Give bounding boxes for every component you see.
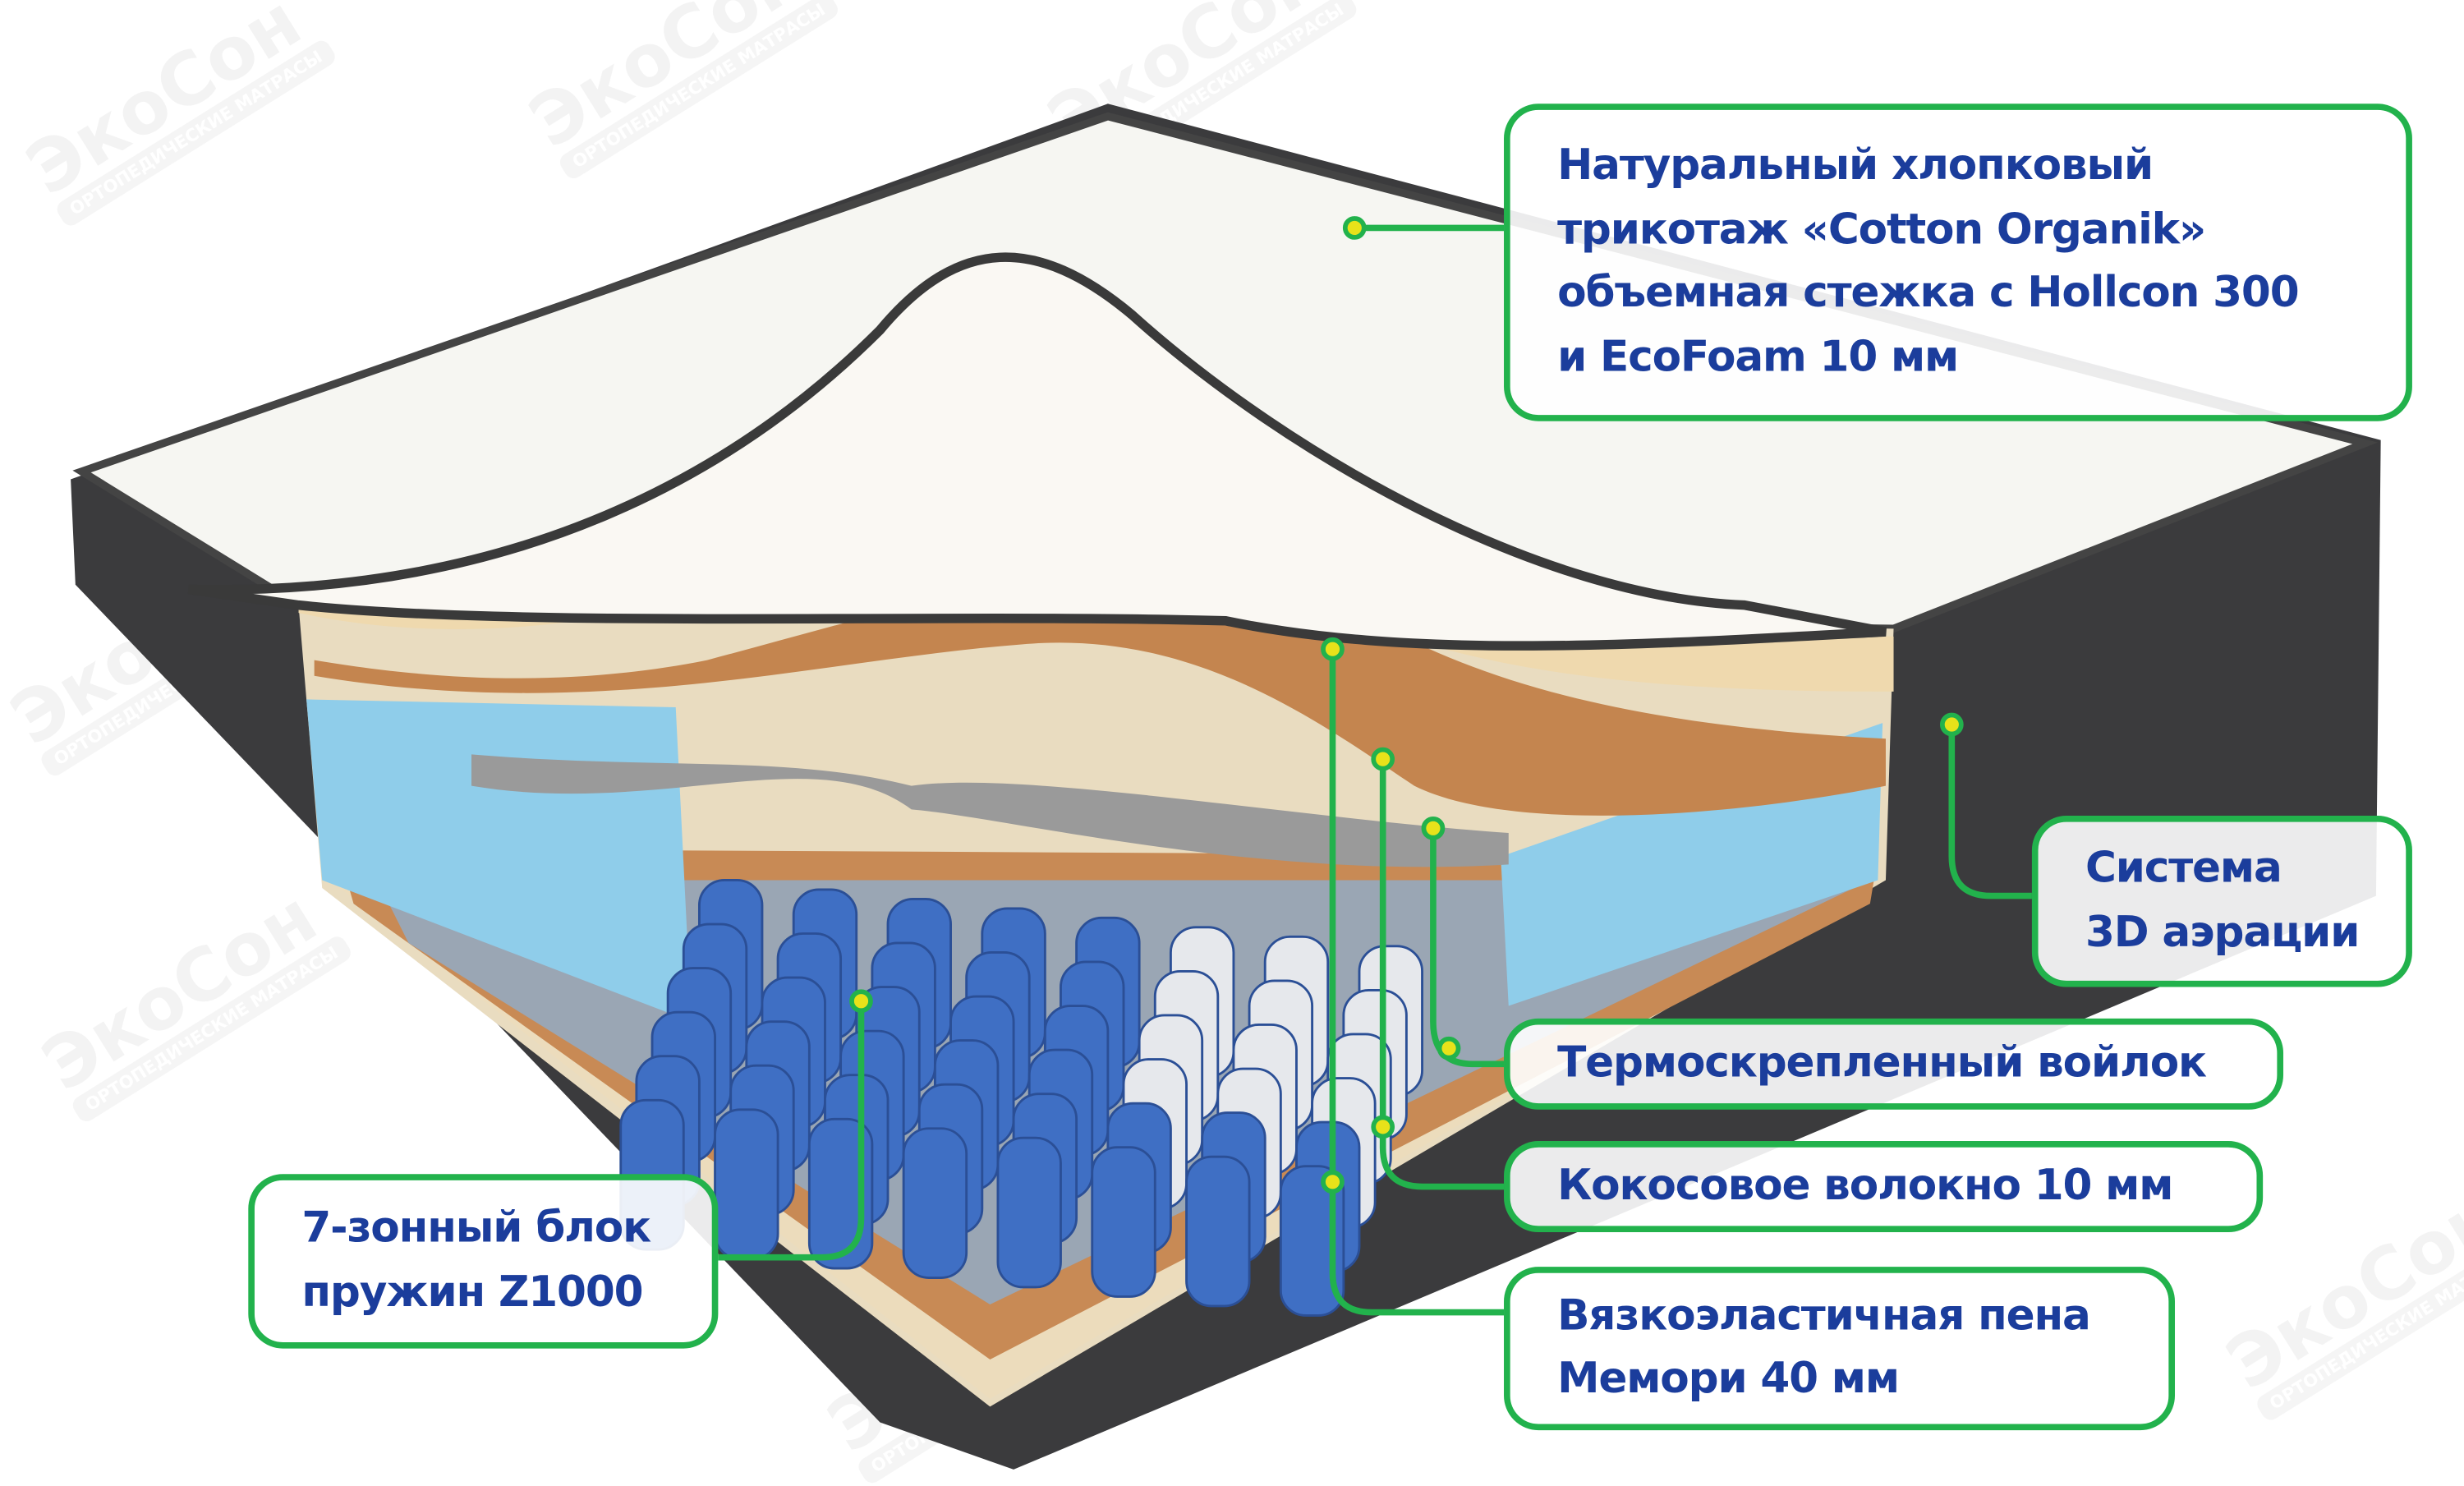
callout-text: Вязкоэластичная пена <box>1557 1290 2091 1341</box>
marker-dot <box>1371 1115 1395 1139</box>
spring-coil <box>1091 1146 1156 1298</box>
marker-dot <box>1421 816 1446 840</box>
marker-dot <box>1321 1170 1345 1194</box>
marker-dot <box>1342 216 1367 240</box>
callout-text: Система <box>2085 844 2282 893</box>
spring-coil <box>996 1136 1062 1289</box>
callout-aeration: Система 3D аэрации <box>2031 816 2412 987</box>
callout-felt: Термоскрепленный войлок <box>1504 1018 2284 1110</box>
callout-text: Натуральный хлопковый <box>1557 141 2154 191</box>
spring-block <box>619 879 1423 1317</box>
quilted-cover-flap <box>187 252 1887 651</box>
callout-text: трикотаж «Cotton Organik» <box>1557 205 2206 254</box>
marker-dot <box>1371 747 1395 771</box>
callout-text: 3D аэрации <box>2085 907 2361 957</box>
spring-coil <box>1279 1165 1345 1317</box>
felt-layer <box>471 754 1509 867</box>
callout-text: объемная стежка с Hollcon 300 <box>1557 269 2300 318</box>
spring-coil <box>714 1108 779 1260</box>
callout-text: 7-зонный блок <box>301 1203 651 1253</box>
marker-dots <box>849 216 1964 1194</box>
callout-cover: Натуральный хлопковый трикотаж «Cotton O… <box>1504 104 2412 421</box>
coconut-layer <box>314 551 1886 816</box>
marker-dot <box>1939 712 1964 737</box>
callout-text: Термоскрепленный войлок <box>1557 1038 2207 1088</box>
marker-dot <box>849 989 873 1014</box>
spring-coil <box>902 1127 968 1279</box>
marker-dot <box>1437 1036 1461 1060</box>
callout-springs: 7-зонный блок пружин Z1000 <box>248 1174 719 1349</box>
callout-text: и EcoFoam 10 мм <box>1557 332 1959 381</box>
callout-memory-foam: Вязкоэластичная пена Мемори 40 мм <box>1504 1267 2176 1431</box>
callout-coconut: Кокосовое волокно 10 мм <box>1504 1141 2264 1233</box>
callout-text: Мемори 40 мм <box>1557 1355 1900 1404</box>
callout-text: Кокосовое волокно 10 мм <box>1557 1161 2173 1210</box>
spring-coil <box>1185 1155 1251 1308</box>
marker-dot <box>1321 637 1345 661</box>
spring-coil <box>807 1117 874 1270</box>
callout-text: пружин Z1000 <box>301 1267 643 1317</box>
